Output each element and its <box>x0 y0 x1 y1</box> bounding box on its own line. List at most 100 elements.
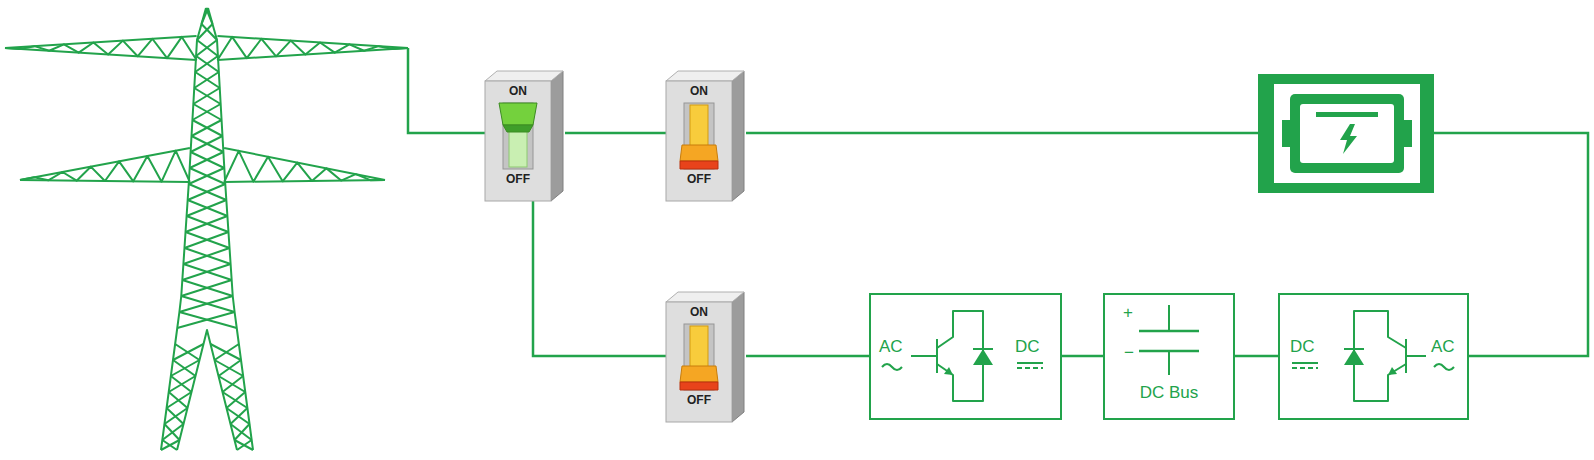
dc-symbol <box>1292 367 1318 369</box>
tower-leg <box>177 330 237 450</box>
box-outline <box>1104 294 1234 419</box>
box-label: AC <box>879 337 903 357</box>
shape-outline <box>869 293 1062 420</box>
ac-symbol <box>1434 364 1454 370</box>
rectifier-box: AC DC <box>869 293 1062 420</box>
tower-brace <box>195 72 220 88</box>
grid-wire <box>408 48 485 133</box>
load-icon <box>1258 74 1434 193</box>
tower-brace <box>202 8 209 24</box>
switch-face <box>666 302 732 422</box>
toggle-lever <box>680 161 718 169</box>
tower-brace <box>191 152 225 168</box>
switch-side <box>732 71 744 201</box>
switch-face <box>666 81 732 201</box>
ac-symbol <box>882 364 902 370</box>
diode-symbol <box>973 348 993 350</box>
diode-symbol <box>1344 349 1364 365</box>
igbt-symbol <box>911 355 937 357</box>
dc-symbol <box>1017 362 1043 364</box>
load-tab <box>1404 120 1412 147</box>
toggle-lever <box>503 125 533 132</box>
capacitor-symbol <box>1168 351 1170 375</box>
igbt-symbol <box>936 339 938 373</box>
tower-brace <box>192 120 222 136</box>
switch-label: OFF <box>687 173 711 187</box>
tower-brace <box>231 424 252 440</box>
box-outline <box>1279 294 1468 419</box>
toggle-stem <box>509 129 527 167</box>
tower-brace <box>167 392 192 408</box>
breaker-switch: ONOFF <box>666 69 746 201</box>
tower-brace <box>192 120 222 136</box>
tower-brace <box>219 376 246 392</box>
diode-symbol <box>973 349 993 365</box>
load-box <box>1258 74 1434 193</box>
switch-face <box>485 81 551 201</box>
dc-symbol <box>1017 367 1043 369</box>
transmission-tower <box>5 8 408 450</box>
tower-brace <box>181 280 231 296</box>
tower-brace <box>161 440 180 450</box>
switch-side <box>732 292 744 422</box>
tower-brace <box>227 408 250 424</box>
box-label: AC <box>1431 337 1455 357</box>
igbt-symbol <box>937 311 983 401</box>
tower-brace <box>183 248 229 264</box>
tower-brace <box>184 232 228 248</box>
tower-brace <box>192 136 224 152</box>
tower-brace <box>186 216 228 232</box>
load-panel <box>1274 84 1420 183</box>
igbt-arrow <box>944 367 953 375</box>
wire-connector <box>1235 355 1278 358</box>
tower-arm <box>224 148 385 180</box>
box-label: DC <box>1015 337 1040 357</box>
switch-label: OFF <box>506 173 530 187</box>
tower-brace <box>191 136 223 152</box>
tower-brace <box>223 392 248 408</box>
diode-symbol <box>1344 348 1364 350</box>
tower-arm-brace <box>5 37 197 60</box>
tower-brace <box>195 56 218 72</box>
load-stripe <box>1316 112 1378 117</box>
tower-brace <box>193 104 221 120</box>
tower-brace <box>188 184 226 200</box>
wire-connector <box>1062 355 1103 358</box>
switch-top <box>485 71 563 81</box>
tower-arm <box>224 180 385 182</box>
igbt-symbol <box>1405 339 1407 373</box>
tower-brace <box>235 440 254 450</box>
tower-brace <box>211 344 242 360</box>
tower-brace <box>173 344 204 360</box>
tower-brace <box>194 72 219 88</box>
switch-top <box>666 71 744 81</box>
tower-brace <box>171 360 200 376</box>
load-tab <box>1282 120 1290 147</box>
switch-label: OFF <box>687 394 711 408</box>
tower-brace <box>192 104 220 120</box>
dc-bus-box: +−DC Bus <box>1103 293 1235 420</box>
wire-connector <box>746 355 869 358</box>
box-label: + <box>1123 303 1133 323</box>
toggle-stem <box>690 326 708 368</box>
tower-brace <box>215 360 244 376</box>
shape-outline <box>1278 293 1469 420</box>
igbt-symbol <box>1406 355 1426 357</box>
tower-brace <box>187 200 227 216</box>
capacitor-symbol <box>1139 330 1199 333</box>
load-body <box>1290 94 1404 173</box>
tower-brace <box>193 88 219 104</box>
dc-symbol <box>1292 362 1318 364</box>
box-outline <box>870 294 1061 419</box>
toggle-lever <box>680 382 718 390</box>
switch-top <box>666 292 744 302</box>
box-label: DC <box>1290 337 1315 357</box>
box-label: − <box>1124 343 1134 363</box>
tower-brace <box>190 152 224 168</box>
tower-brace <box>179 296 232 312</box>
breaker-switch: ONOFF <box>666 290 746 422</box>
tower-brace <box>196 56 219 72</box>
wire-connector <box>565 132 666 135</box>
bypass-wire <box>746 132 1258 135</box>
